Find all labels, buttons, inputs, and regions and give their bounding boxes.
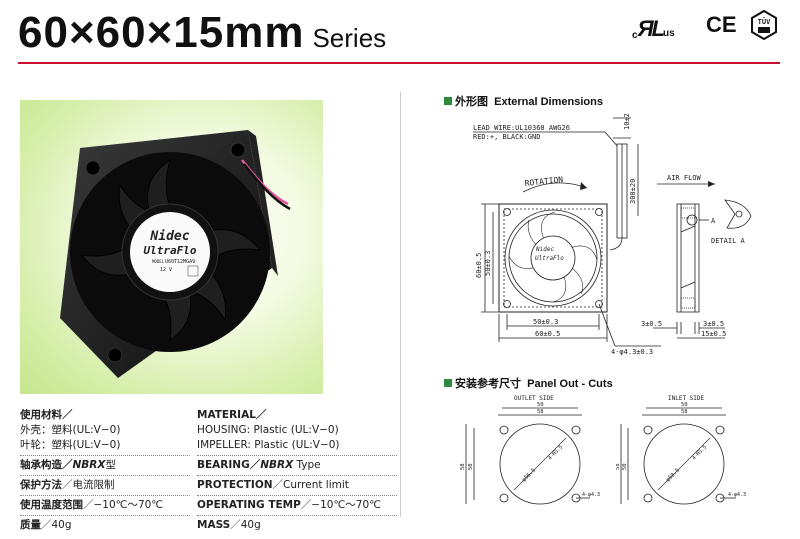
svg-text:60±0.5: 60±0.5 bbox=[535, 330, 560, 338]
svg-text:3±0.5: 3±0.5 bbox=[703, 320, 724, 328]
svg-text:4-φ4.3: 4-φ4.3 bbox=[582, 492, 600, 498]
ul-certification-mark: cЯLus bbox=[632, 16, 675, 41]
svg-text:50: 50 bbox=[681, 402, 688, 408]
column-divider bbox=[400, 92, 401, 517]
external-dimensions-heading: 外形图 External Dimensions bbox=[444, 93, 603, 109]
panel-cutouts-heading: 安装参考尺寸 Panel Out - Cuts bbox=[444, 375, 613, 391]
svg-text:300±20: 300±20 bbox=[629, 179, 637, 204]
svg-text:UltraFlo: UltraFlo bbox=[535, 255, 564, 262]
svg-text:58: 58 bbox=[616, 463, 621, 470]
external-dimensions-drawing: LEAD WIRE:UL10368 AWG26 RED:+, BLACK:GND… bbox=[405, 108, 795, 368]
svg-text:4-M3.5: 4-M3.5 bbox=[691, 444, 708, 461]
ce-mark: CE bbox=[706, 12, 737, 37]
svg-text:TÜV: TÜV bbox=[758, 17, 771, 26]
product-photo: Nidec UltraFlo MODEL U60T12MGA9 12 V bbox=[20, 100, 323, 394]
inlet-side-label: INLET SIDE bbox=[668, 395, 705, 402]
svg-text:12 V: 12 V bbox=[160, 267, 172, 273]
lead-wire-spec: LEAD WIRE:UL10368 AWG26 bbox=[473, 124, 570, 132]
outlet-side-cutout: OUTLET SIDE 50 58 58 50 φ56.5 4-M3.5 4-φ… bbox=[444, 390, 614, 530]
title-size: 60×60×15mm bbox=[18, 8, 305, 57]
svg-text:50: 50 bbox=[622, 463, 628, 470]
svg-text:60±0.5: 60±0.5 bbox=[475, 253, 483, 278]
inlet-side-cutout: INLET SIDE 50 58 58 50 φ58.5 4-M3.5 4-φ4… bbox=[615, 390, 792, 530]
label-product: UltraFlo bbox=[144, 244, 197, 257]
spec-column-english: MATERIAL／ HOUSING: Plastic (UL:V−0) IMPE… bbox=[197, 408, 397, 533]
air-flow-label: AIR FLOW bbox=[667, 174, 702, 182]
square-bullet-icon bbox=[444, 379, 452, 387]
rotation-label: ROTATION bbox=[524, 175, 563, 188]
svg-text:58: 58 bbox=[460, 463, 466, 470]
svg-text:50±0.3: 50±0.3 bbox=[484, 251, 492, 276]
tuv-certification-icon: TÜV bbox=[750, 9, 778, 41]
svg-text:MODEL: MODEL bbox=[152, 259, 165, 264]
lead-wire-colors: RED:+, BLACK:GND bbox=[473, 133, 540, 141]
svg-text:3±0.5: 3±0.5 bbox=[641, 320, 662, 328]
ul-icon: ЯL bbox=[637, 16, 666, 41]
svg-text:50: 50 bbox=[468, 463, 474, 470]
svg-text:50±0.3: 50±0.3 bbox=[533, 318, 558, 326]
svg-text:58: 58 bbox=[537, 409, 544, 415]
label-brand: Nidec bbox=[149, 229, 189, 244]
title-series: Series bbox=[312, 23, 387, 53]
detail-a-label: DETAIL A bbox=[711, 237, 746, 245]
svg-text:58: 58 bbox=[681, 409, 688, 415]
spec-column-chinese: 使用材料／ 外壳：塑料(UL:V−0) 叶轮：塑料(UL:V−0) 轴承构造／N… bbox=[20, 408, 190, 533]
svg-text:φ58.5: φ58.5 bbox=[665, 467, 681, 483]
svg-text:15±0.5: 15±0.5 bbox=[701, 330, 726, 338]
detail-a-marker: A bbox=[711, 217, 716, 225]
svg-text:10±2: 10±2 bbox=[623, 113, 631, 130]
square-bullet-icon bbox=[444, 97, 452, 105]
svg-text:φ56.5: φ56.5 bbox=[521, 467, 537, 483]
svg-text:50: 50 bbox=[537, 402, 544, 408]
fan-illustration: Nidec UltraFlo MODEL U60T12MGA9 12 V bbox=[60, 130, 291, 378]
outlet-side-label: OUTLET SIDE bbox=[514, 395, 554, 402]
header-divider bbox=[18, 62, 780, 64]
svg-text:4-φ4.3: 4-φ4.3 bbox=[728, 492, 746, 498]
svg-text:Nidec: Nidec bbox=[535, 246, 554, 253]
svg-text:U60T12MGA9: U60T12MGA9 bbox=[165, 259, 195, 265]
svg-text:4-φ4.3±0.3: 4-φ4.3±0.3 bbox=[611, 348, 653, 356]
svg-text:4-M3.5: 4-M3.5 bbox=[547, 444, 564, 461]
